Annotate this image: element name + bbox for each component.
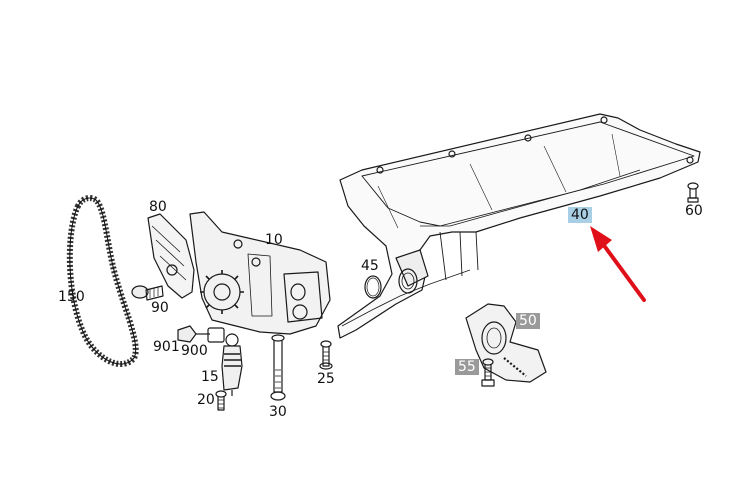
callout-901[interactable]: 901 xyxy=(153,339,180,355)
o-ring-part[interactable] xyxy=(364,275,382,299)
callout-90[interactable]: 90 xyxy=(151,300,169,316)
callout-80[interactable]: 80 xyxy=(149,199,167,215)
oil-pan-part[interactable] xyxy=(337,113,701,339)
callout-20[interactable]: 20 xyxy=(197,392,215,408)
chain-guide-part[interactable] xyxy=(147,213,195,299)
callout-30[interactable]: 30 xyxy=(269,404,287,420)
screw-part[interactable] xyxy=(215,390,227,411)
callout-900[interactable]: 900 xyxy=(181,343,208,359)
bolt-25-part[interactable] xyxy=(319,340,333,370)
callout-15[interactable]: 15 xyxy=(201,369,219,385)
callout-55[interactable]: 55 xyxy=(455,359,479,375)
timing-chain-part[interactable] xyxy=(66,195,139,367)
oil-pump-part[interactable] xyxy=(189,211,331,335)
callout-40-selected[interactable]: 40 xyxy=(568,207,592,223)
callout-150[interactable]: 150 xyxy=(58,289,85,305)
solenoid-part[interactable] xyxy=(221,345,243,396)
red-arrow-icon xyxy=(590,226,646,302)
sensor-part[interactable] xyxy=(465,303,547,383)
callout-10[interactable]: 10 xyxy=(265,232,283,248)
callout-25[interactable]: 25 xyxy=(317,371,335,387)
callout-50[interactable]: 50 xyxy=(516,313,540,329)
bolt-part[interactable] xyxy=(131,285,164,301)
callout-45[interactable]: 45 xyxy=(361,258,379,274)
callout-60[interactable]: 60 xyxy=(685,203,703,219)
drain-plug-part[interactable] xyxy=(687,182,699,203)
bolt-55-part[interactable] xyxy=(481,358,495,387)
long-bolt-part[interactable] xyxy=(270,334,286,401)
fitting-part[interactable] xyxy=(177,325,239,347)
